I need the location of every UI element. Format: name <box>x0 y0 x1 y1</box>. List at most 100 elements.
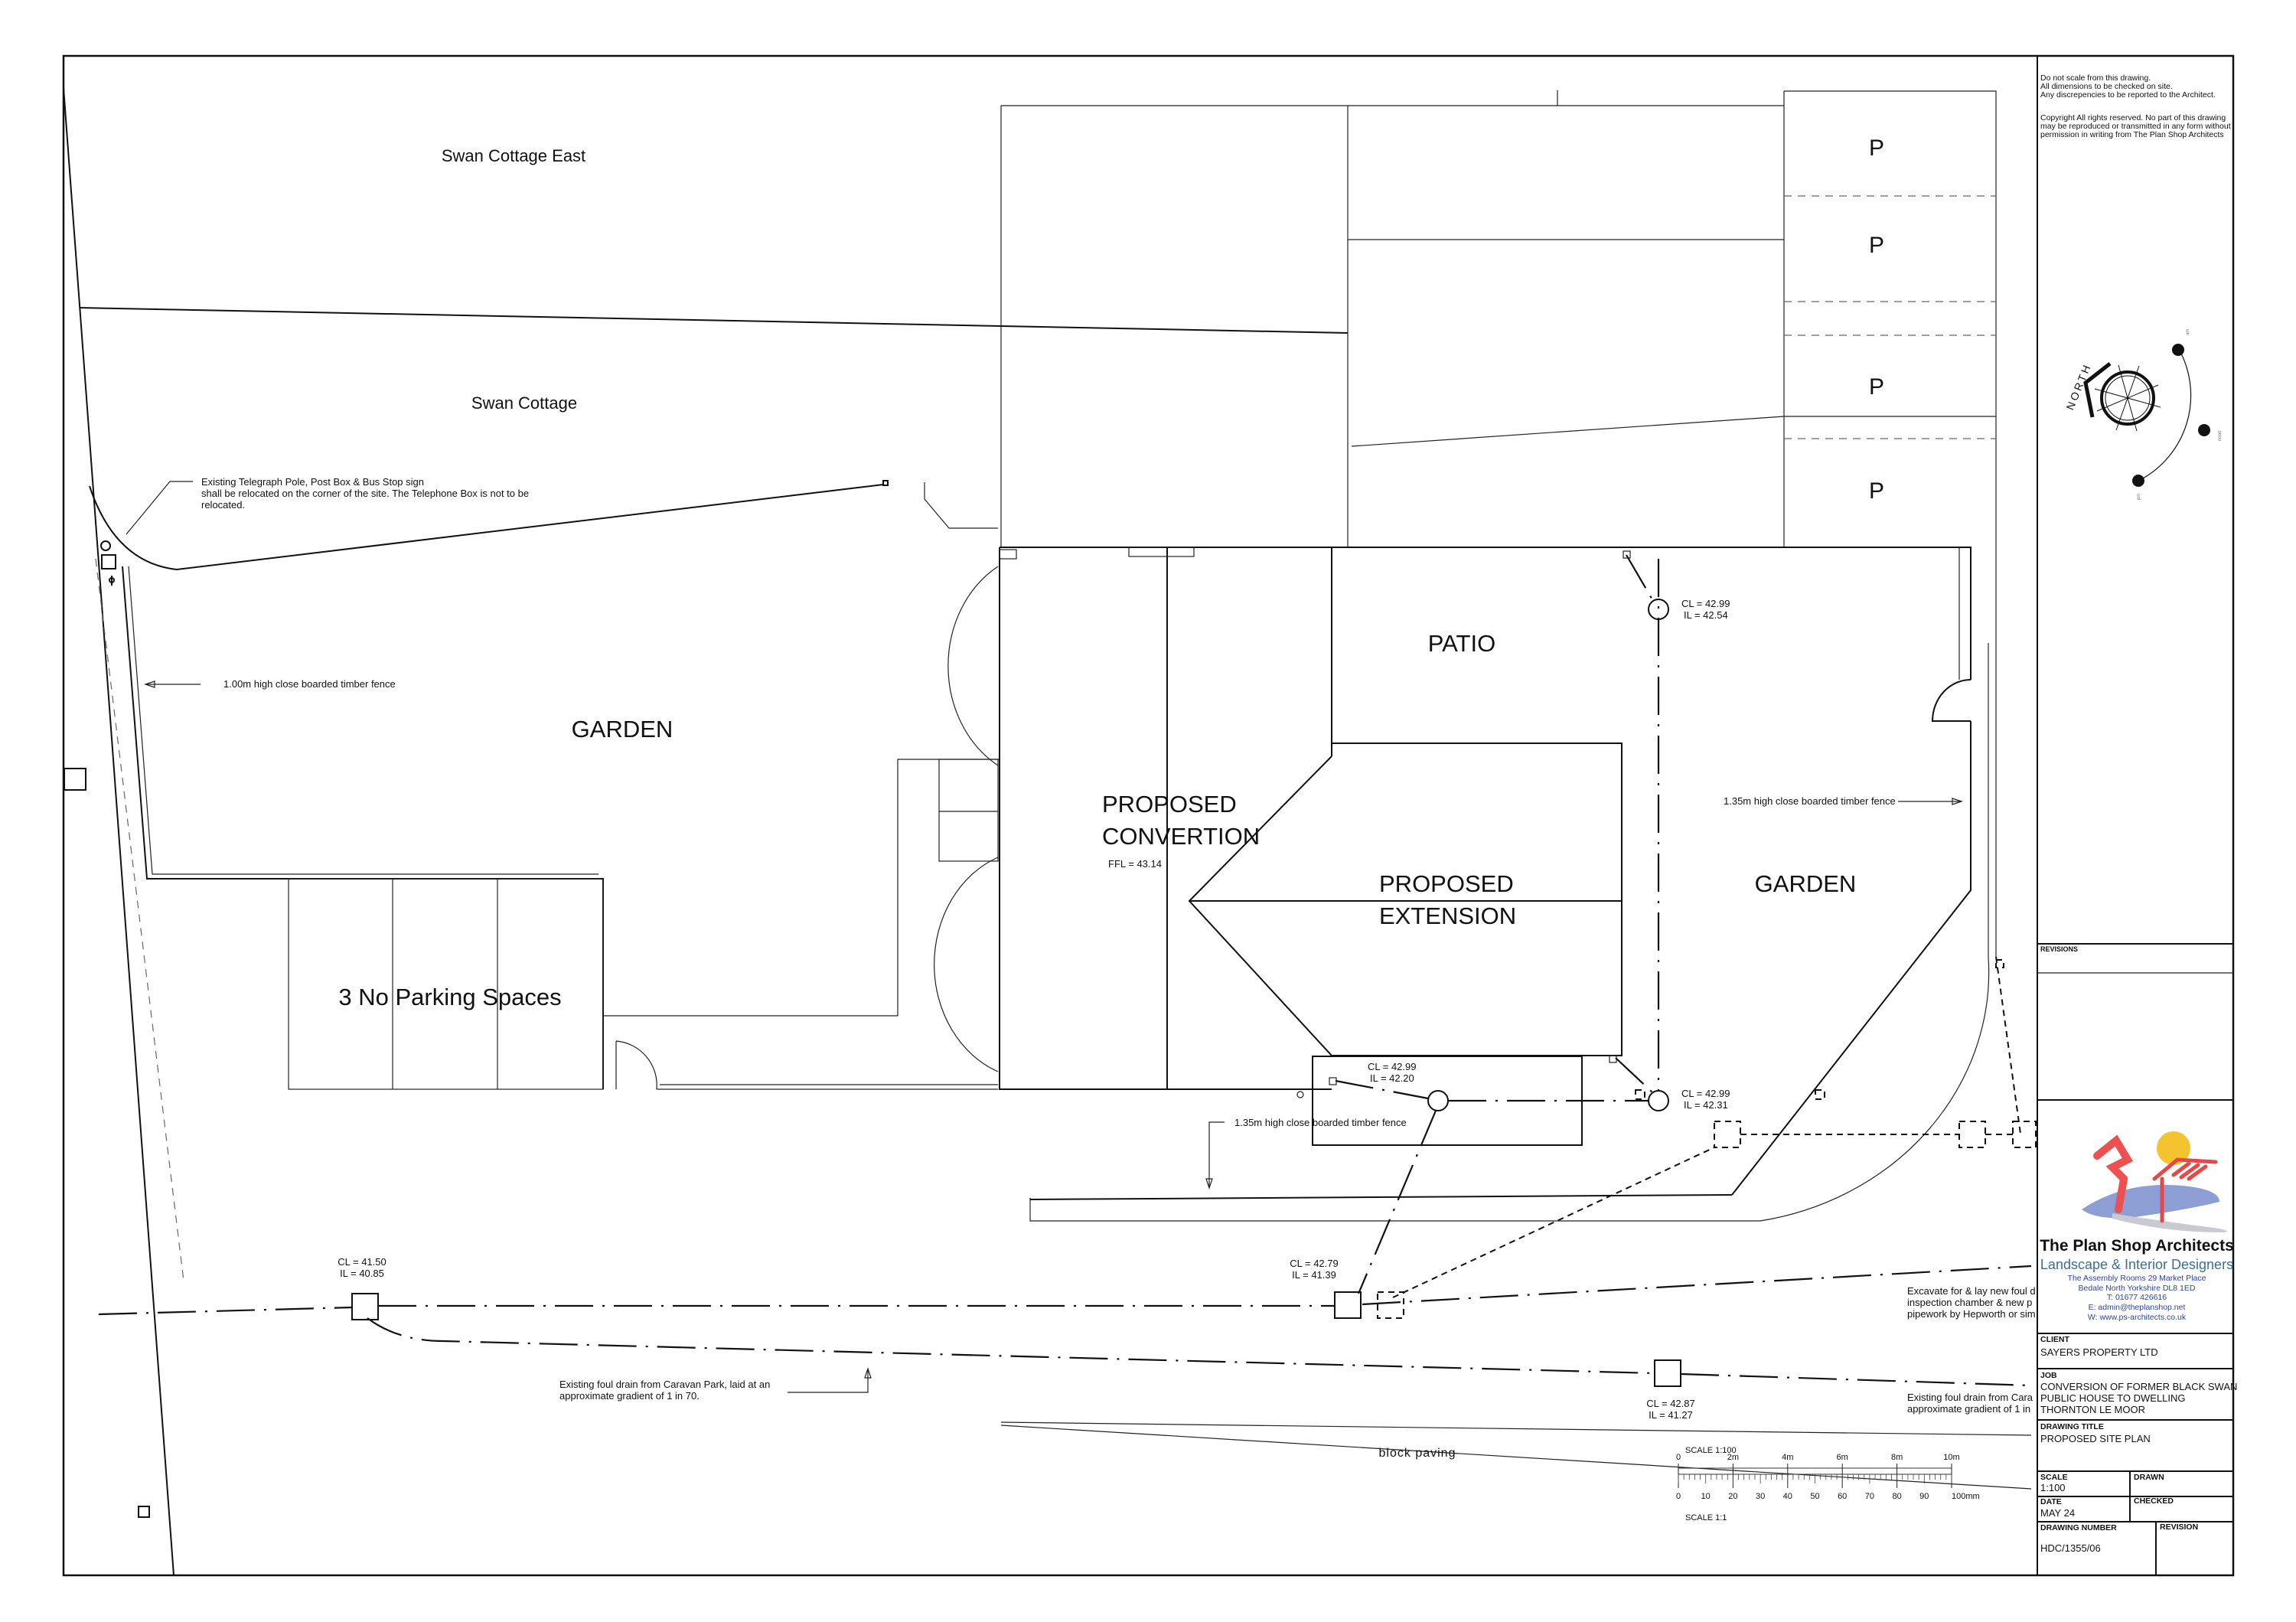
client-label: CLIENT <box>2040 1335 2070 1344</box>
scale-bar-bottom-label: 30 <box>1756 1492 1765 1501</box>
invert-level-label: IL = 41.27 <box>1649 1409 1693 1421</box>
compass-spokes-icon <box>2094 364 2161 432</box>
block-paving-label: block paving <box>1379 1447 1456 1460</box>
scale-bar-bottom-label: 40 <box>1783 1492 1792 1501</box>
caravan-foul-drain <box>367 1317 2032 1387</box>
fence-right-leader-arrow <box>1898 798 1963 805</box>
telegraph-note: Existing Telegraph Pole, Post Box & Bus … <box>201 476 424 488</box>
manhole-icon <box>1427 1090 1449 1111</box>
telegraph-pole-icon <box>100 540 111 551</box>
company-address-line: The Assembly Rooms 29 Market Place <box>2068 1274 2206 1283</box>
invert-level-label: IL = 41.39 <box>1292 1269 1336 1281</box>
rainwater-gully-icon <box>1609 1055 1617 1063</box>
existing-drain-note: Existing foul drain from Cara <box>1907 1392 2033 1403</box>
gully-icon <box>1296 1091 1304 1098</box>
garden-right-label: GARDEN <box>1755 870 1857 897</box>
logo-sun <box>2157 1131 2190 1165</box>
job-label: JOB <box>2040 1371 2057 1380</box>
corner-post <box>999 549 1017 560</box>
fence-left-note: 1.00m high close boarded timber fence <box>223 678 396 690</box>
invert-level-label: IL = 42.20 <box>1370 1072 1414 1084</box>
drawing-number-label: DRAWING NUMBER <box>2040 1523 2117 1532</box>
courtyard-wall <box>603 759 1000 1017</box>
extension-label-line2: EXTENSION <box>1379 902 1516 929</box>
sheet-note: may be reproduced or transmitted in any … <box>2040 122 2231 131</box>
telegraph-note-leader <box>126 481 193 535</box>
sun-label-noon: noon <box>2218 431 2223 441</box>
parking-bay-label: P <box>1869 135 1884 161</box>
cover-level-label: CL = 42.99 <box>1681 1088 1730 1099</box>
entrance-step <box>938 759 999 862</box>
sheet-note: Any discrepencies to be reported to the … <box>2040 90 2216 100</box>
date-label: DATE <box>2040 1497 2062 1506</box>
cover-level-label: CL = 42.99 <box>1681 598 1730 609</box>
neighbour-building-outline <box>1000 90 1785 547</box>
cover-level-label: CL = 42.87 <box>1646 1398 1694 1409</box>
scale-bar-footer: SCALE 1:1 <box>1685 1513 1727 1522</box>
sheet-note: permission in writing from The Plan Shop… <box>2040 130 2224 139</box>
revisions-label: REVISIONS <box>2040 945 2078 953</box>
telegraph-note: relocated. <box>201 499 245 511</box>
gully-icon <box>1635 1089 1645 1100</box>
caravan-drain-leader-arrow <box>788 1367 872 1393</box>
date-value: MAY 24 <box>2040 1507 2075 1519</box>
scale-bar-bottom-label: 60 <box>1838 1492 1847 1501</box>
parking-bay-label: P <box>1869 233 1884 258</box>
road-centre-dashed-line <box>95 558 184 1281</box>
patio-label: PATIO <box>1428 630 1495 657</box>
fence-right-note: 1.35m high close boarded timber fence <box>1724 795 1896 807</box>
scale-bar-top-label: 6m <box>1837 1453 1848 1462</box>
door-arc-right <box>1931 679 1971 722</box>
drain-run <box>1615 1057 1654 1094</box>
sun-path-arc <box>2142 353 2192 479</box>
manhole-icon <box>1648 599 1669 620</box>
company-address-line: Bedale North Yorkshire DL8 1ED <box>2079 1284 2196 1293</box>
scale-bar-bottom-label: 100mm <box>1952 1492 1980 1501</box>
existing-drain-note: approximate gradient of 1 in <box>1907 1403 2030 1415</box>
sun-icon-pm <box>2132 475 2144 487</box>
compass-ring-icon <box>2100 370 2155 426</box>
compass-inner-ring <box>2105 375 2151 421</box>
drawing-title-value: PROPOSED SITE PLAN <box>2040 1433 2151 1444</box>
revision-label: REVISION <box>2160 1522 2198 1532</box>
garden-wall-bottom <box>1029 1194 1733 1200</box>
scale-label: SCALE <box>2040 1473 2068 1482</box>
scale-bar-bottom-label: 50 <box>1810 1492 1819 1501</box>
road-edge-line <box>63 87 174 1576</box>
logo-path <box>2112 1213 2227 1232</box>
parking-spaces-label: 3 No Parking Spaces <box>338 984 561 1010</box>
invert-level-label: IL = 40.85 <box>340 1268 384 1279</box>
parking-bay-dividers <box>1784 195 1996 439</box>
invert-level-label: IL = 42.31 <box>1684 1099 1728 1111</box>
company-name: The Plan Shop Architects <box>2040 1237 2234 1255</box>
parking-spaces-area <box>288 878 604 1090</box>
parking-bays-outline <box>1783 90 1997 547</box>
fence-left-leader-arrow <box>144 680 201 688</box>
garden-left-label: GARDEN <box>572 716 673 742</box>
extension-label-line1: PROPOSED <box>1379 870 1514 897</box>
swan-cottage-east-label: Swan Cottage East <box>442 146 585 165</box>
drain-run <box>1357 1110 1437 1294</box>
swan-cottage-label: Swan Cottage <box>471 393 577 413</box>
main-foul-drain <box>98 1265 2032 1316</box>
company-website: W: www.ps-architects.co.uk <box>2088 1313 2187 1322</box>
neighbour-wall-corner <box>924 482 998 529</box>
scale-bar-bottom-label: 80 <box>1892 1492 1901 1501</box>
company-logo <box>2082 1131 2227 1232</box>
conversion-label-line1: PROPOSED <box>1102 791 1237 818</box>
inspection-chamber-icon <box>1654 1359 1681 1387</box>
company-email: E: admin@theplanshop.net <box>2089 1303 2186 1312</box>
company-tagline: Landscape & Interior Designers <box>2040 1257 2233 1272</box>
drawing-title-label: DRAWING TITLE <box>2040 1422 2104 1431</box>
site-drawing: Swan Cottage East Swan Cottage P P P P 3… <box>63 87 2037 1576</box>
fence-bottom-note: 1.35m high close boarded timber fence <box>1234 1117 1407 1128</box>
gully-icon <box>1995 959 2004 968</box>
scale-bar-top-label: 2m <box>1727 1453 1739 1462</box>
sun-label-pm: pm <box>2137 494 2141 500</box>
scale-value: 1:100 <box>2040 1482 2066 1493</box>
north-arrow-icon <box>2083 362 2112 418</box>
company-phone: T: 01677 426616 <box>2107 1293 2167 1302</box>
cover-level-label: CL = 41.50 <box>338 1256 386 1268</box>
inspection-chamber-icon <box>351 1293 379 1320</box>
